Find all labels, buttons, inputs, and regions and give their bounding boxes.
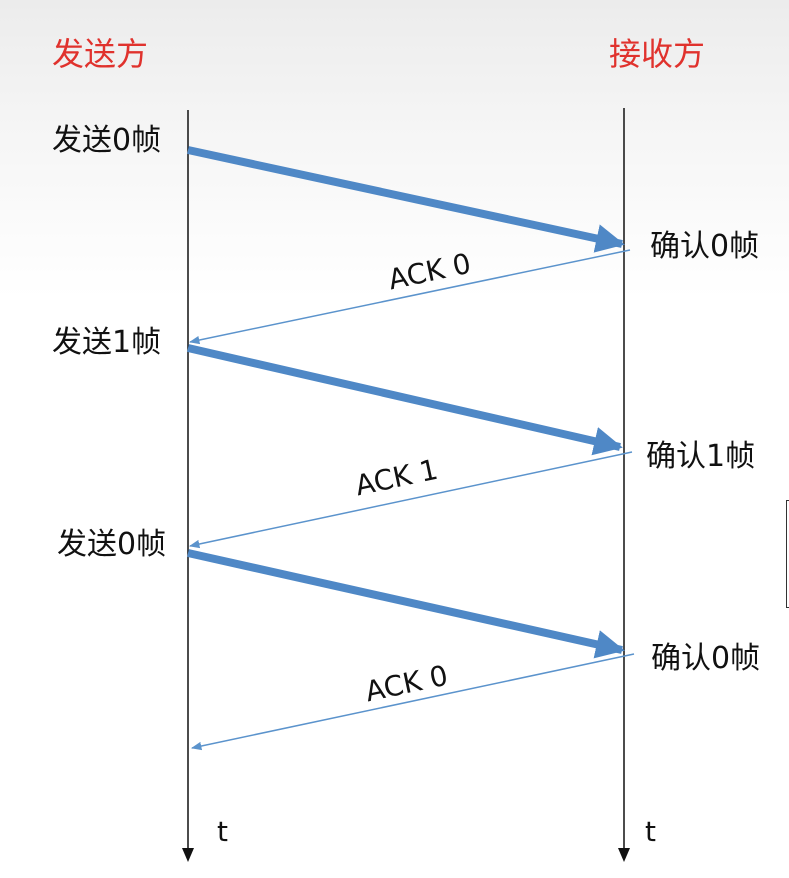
edge-bracket bbox=[786, 500, 789, 608]
send-label-1: 发送0帧 bbox=[52, 123, 162, 158]
receiver-time-label: t bbox=[645, 815, 656, 848]
confirm-label-1: 确认0帧 bbox=[650, 229, 760, 264]
send-label-3: 发送0帧 bbox=[57, 527, 167, 562]
confirm-label-2: 确认1帧 bbox=[646, 439, 756, 474]
send-label-2: 发送1帧 bbox=[52, 325, 162, 360]
sender-header: 发送方 bbox=[52, 35, 149, 73]
frame-arrow-3 bbox=[187, 549, 625, 659]
confirm-label-3: 确认0帧 bbox=[651, 641, 761, 676]
receiver-timeline-arrowhead bbox=[618, 848, 630, 862]
receiver-header: 接收方 bbox=[609, 35, 706, 73]
frame-arrow-1 bbox=[187, 146, 625, 253]
sender-timeline-arrowhead bbox=[182, 848, 194, 862]
sender-time-label: t bbox=[217, 815, 228, 848]
ack-arrow-3 bbox=[190, 653, 635, 751]
ack-arrow-2 bbox=[188, 451, 633, 549]
frame-arrow-2 bbox=[187, 344, 623, 456]
ack-arrow-1 bbox=[188, 249, 631, 345]
